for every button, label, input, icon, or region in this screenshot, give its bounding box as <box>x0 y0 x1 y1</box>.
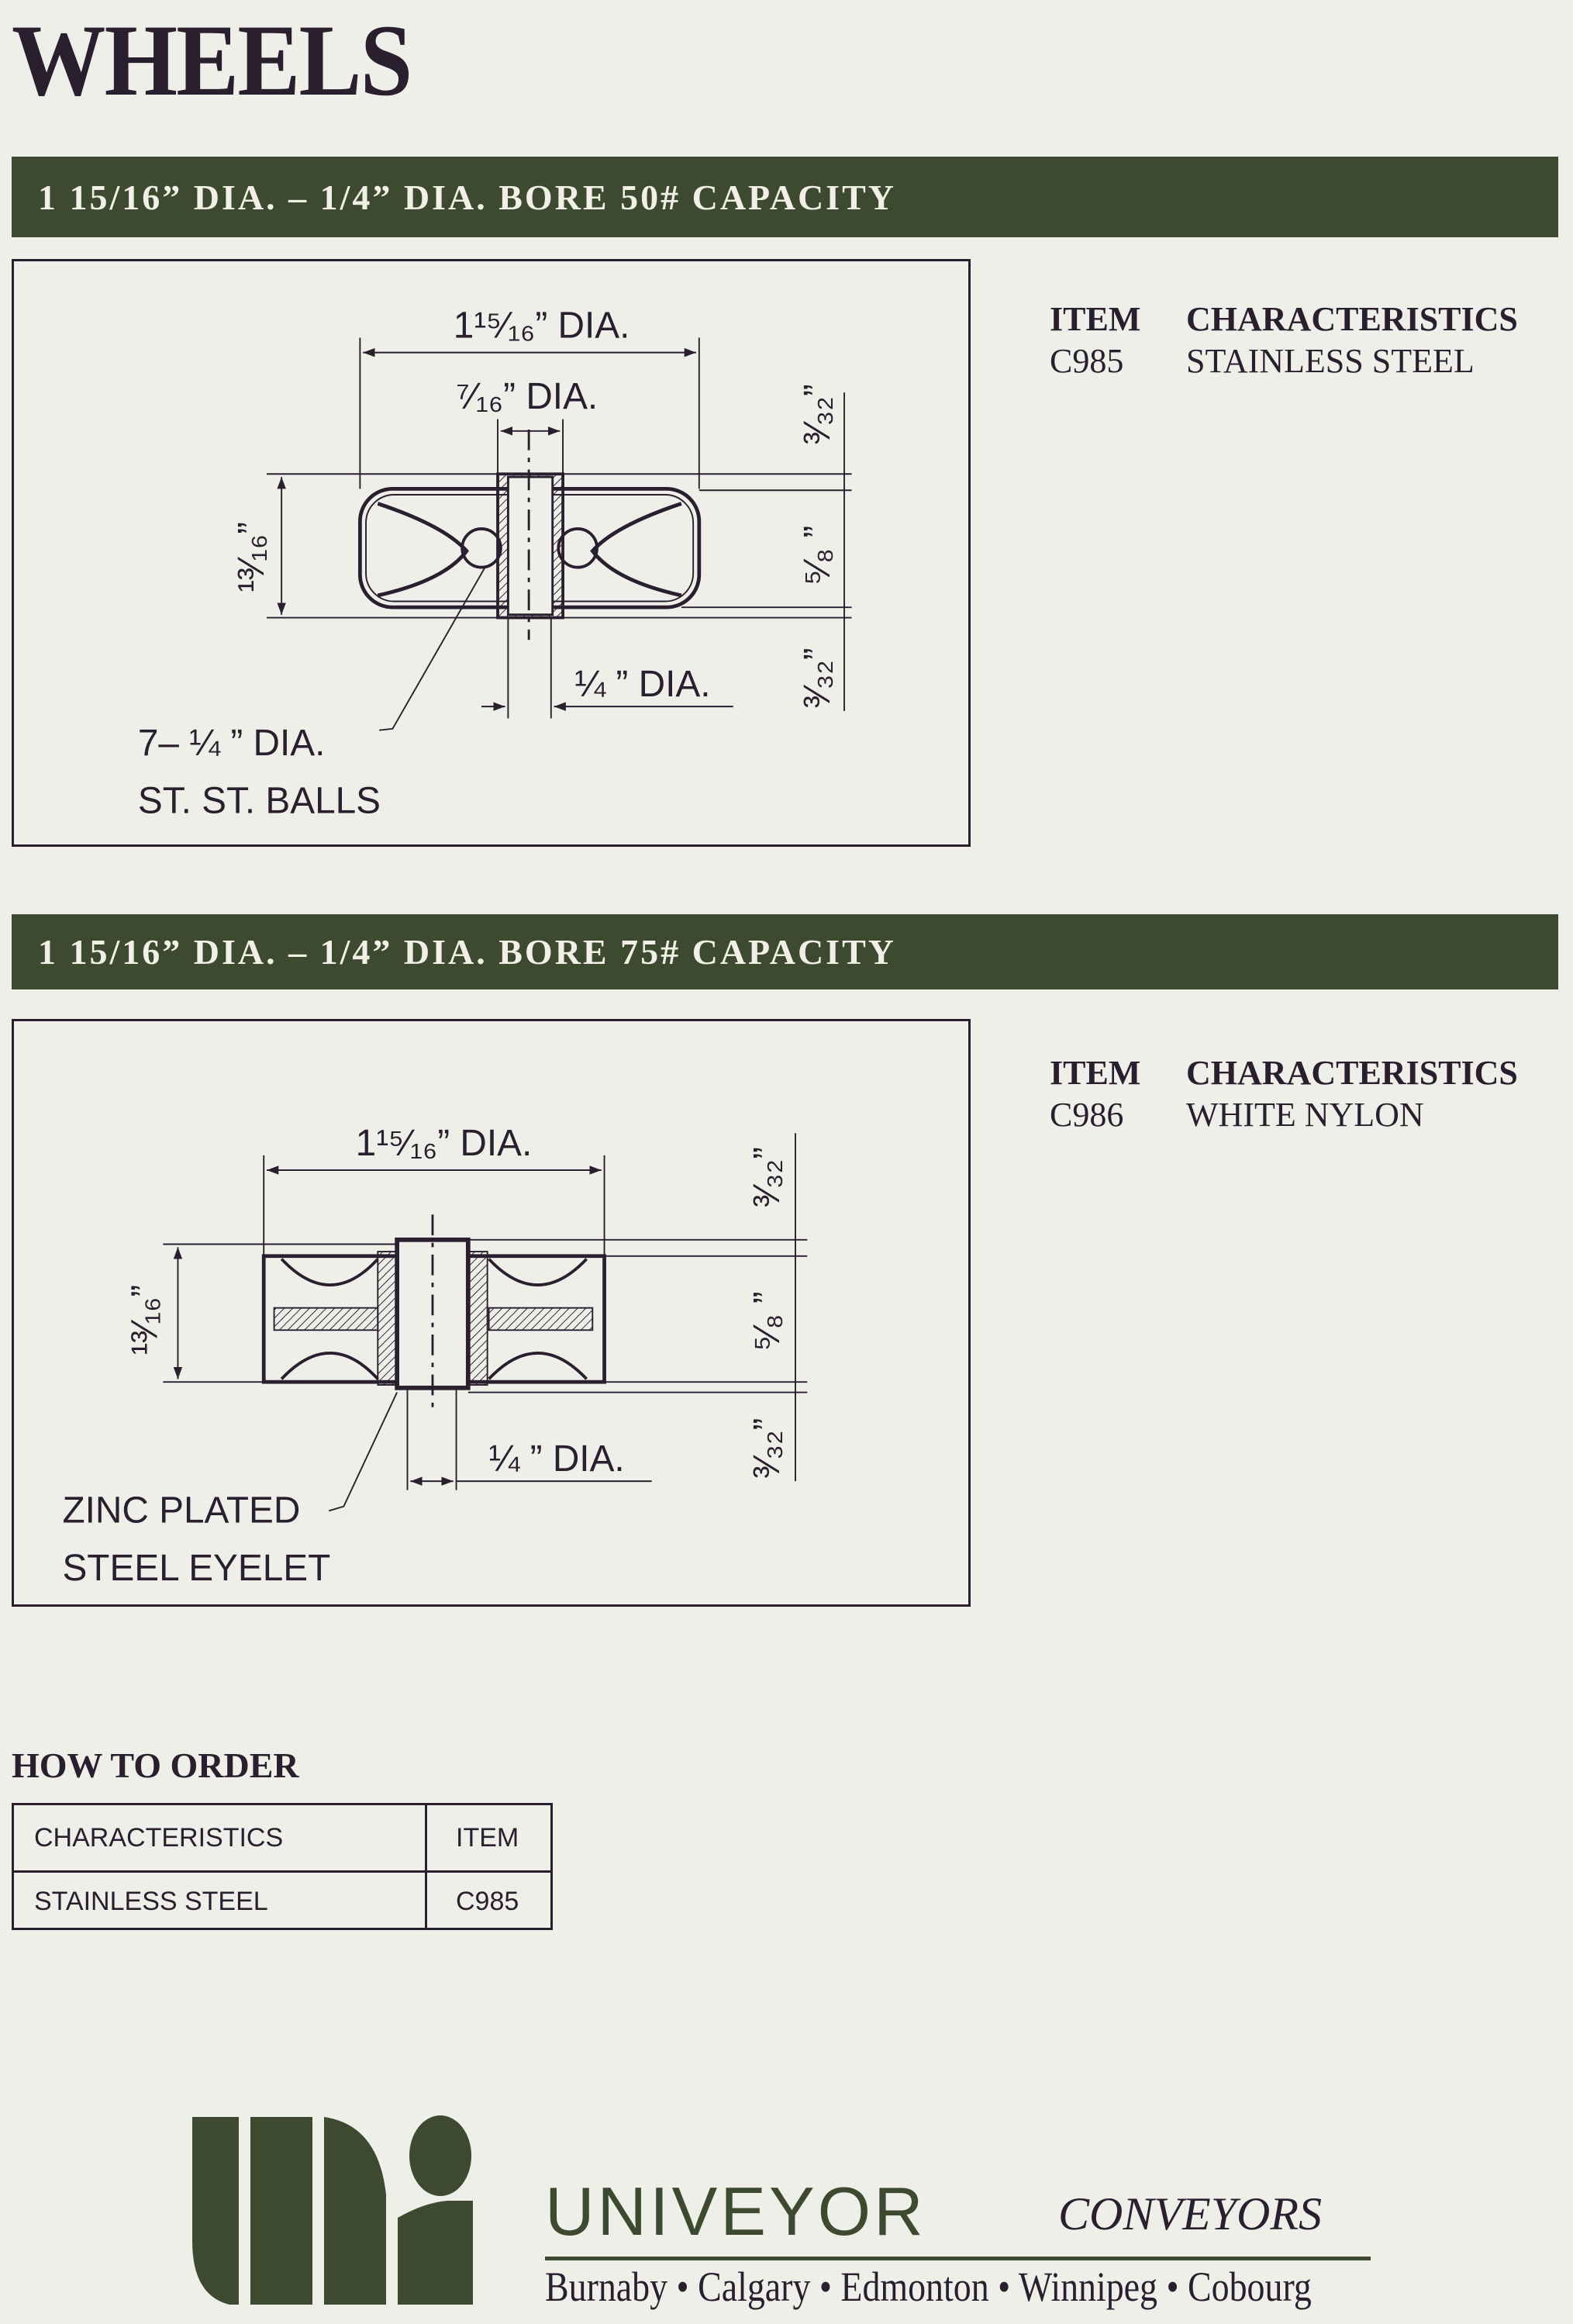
spec-header-characteristics: CHARACTERISTICS <box>1186 1054 1518 1092</box>
drawing-frame-c986 <box>12 1019 971 1607</box>
note-balls-line2: ST. ST. BALLS <box>138 781 381 822</box>
leader-line <box>328 1392 398 1512</box>
leader-line <box>379 565 487 731</box>
spec-characteristics: WHITE NYLON <box>1186 1096 1424 1134</box>
spec-header-item: ITEM <box>1050 300 1141 338</box>
spec-table-c986: ITEM CHARACTERISTICS C986 WHITE NYLON <box>1050 1052 1561 1138</box>
bore <box>506 475 554 616</box>
label-bore-dia: ¼ ” DIA. <box>574 664 710 705</box>
label-outer-dia: 1¹⁵⁄₁₆” DIA. <box>356 1123 533 1164</box>
how-to-order-title: HOW TO ORDER <box>12 1746 299 1785</box>
label-bottom-offset: ³⁄₃₂” <box>797 647 838 708</box>
spec-item: C985 <box>1050 342 1124 380</box>
ball-left <box>461 527 502 569</box>
brand-tagline: CONVEYORS <box>1058 2188 1323 2239</box>
wheel-drawing-c985: 1¹⁵⁄₁₆” DIA. ⁷⁄₁₆” DIA. ¹³⁄₁₆” ³⁄₃₂” ⁵⁄₈… <box>138 306 852 822</box>
order-table: CHARACTERISTICS ITEM STAINLESS STEEL C98… <box>12 1803 553 1930</box>
locations: Burnaby • Calgary • Edmonton • Winnipeg … <box>545 2264 1312 2310</box>
label-height: ¹³⁄₁₆” <box>125 1285 166 1355</box>
label-height: ¹³⁄₁₆” <box>231 522 272 592</box>
brand-divider <box>545 2257 1371 2260</box>
label-top-offset: ³⁄₃₂” <box>797 384 838 444</box>
drawing-frame-c985 <box>12 259 971 847</box>
label-body-height: ⁵⁄₈ ” <box>797 526 838 585</box>
label-body-height: ⁵⁄₈ ” <box>747 1291 788 1351</box>
label-bore-dia: ¼ ” DIA. <box>489 1438 625 1480</box>
label-hub-dia: ⁷⁄₁₆” DIA. <box>457 376 598 417</box>
wheel-drawing-c986: 1¹⁵⁄₁₆” DIA. ¹³⁄₁₆” ³⁄₃₂” ⁵⁄₈ ” ³⁄₃₂” ¼ … <box>62 1123 808 1589</box>
spec-characteristics: STAINLESS STEEL <box>1186 342 1475 380</box>
order-cell-item: C985 <box>456 1886 519 1916</box>
note-balls-line1: 7– ¼ ” DIA. <box>138 723 326 764</box>
page-title: WHEELS <box>12 3 412 117</box>
label-outer-dia: 1¹⁵⁄₁₆” DIA. <box>454 306 630 347</box>
order-header-item: ITEM <box>456 1822 519 1853</box>
spec-header-item: ITEM <box>1050 1054 1141 1092</box>
note-eyelet-line1: ZINC PLATED <box>62 1490 300 1531</box>
spec-header-characteristics: CHARACTERISTICS <box>1186 300 1518 338</box>
section-heading-c986: 1 15/16” DIA. – 1/4” DIA. BORE 75# CAPAC… <box>12 914 1558 989</box>
bearing-shell <box>377 502 682 598</box>
label-top-offset: ³⁄₃₂” <box>747 1147 788 1207</box>
order-header-characteristics: CHARACTERISTICS <box>34 1822 284 1853</box>
note-eyelet-line2: STEEL EYELET <box>62 1548 330 1589</box>
spec-table-c985: ITEM CHARACTERISTICS C985 STAINLESS STEE… <box>1050 299 1561 384</box>
univeyor-logo-mark <box>192 2115 473 2305</box>
order-cell-characteristics: STAINLESS STEEL <box>34 1886 268 1916</box>
brand-name: UNIVEYOR <box>545 2173 926 2250</box>
spec-item: C986 <box>1050 1096 1124 1134</box>
label-bottom-offset: ³⁄₃₂” <box>747 1418 788 1479</box>
section-heading-c985: 1 15/16” DIA. – 1/4” DIA. BORE 50# CAPAC… <box>12 157 1558 237</box>
